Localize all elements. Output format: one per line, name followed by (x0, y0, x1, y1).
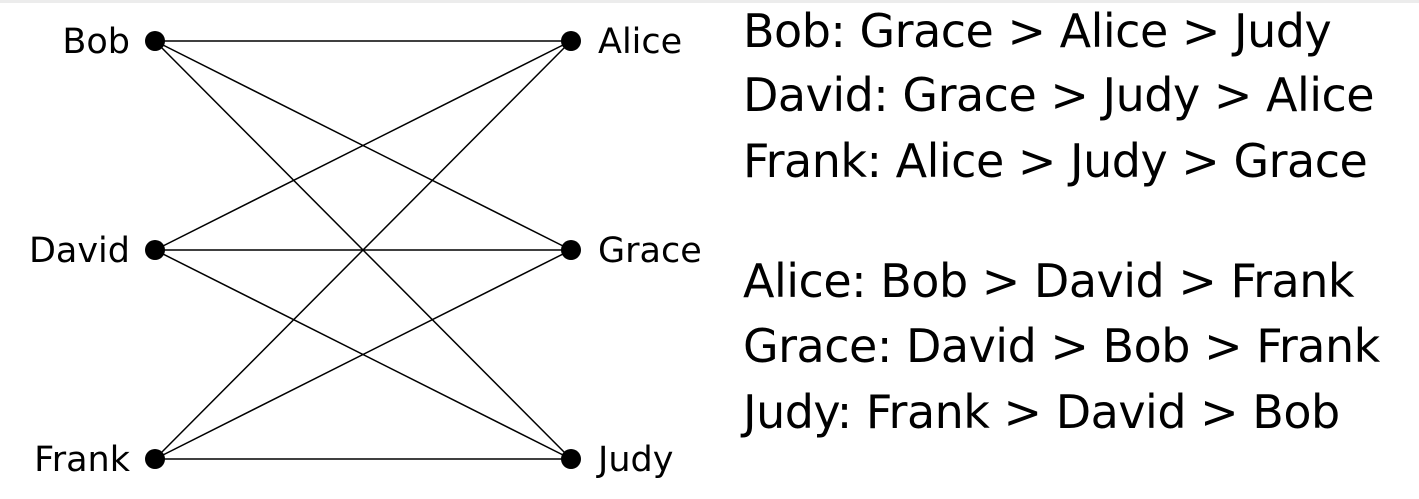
node-frank (145, 449, 165, 469)
preference-line-bob: Bob: Grace > Alice > Judy (743, 4, 1332, 58)
node-bob (145, 31, 165, 51)
preference-line-judy: Judy: Frank > David > Bob (743, 385, 1340, 439)
preference-line-grace: Grace: David > Bob > Frank (743, 319, 1380, 373)
node-grace (561, 240, 581, 260)
node-label-frank: Frank (34, 440, 131, 480)
edges (154, 40, 572, 460)
node-label-grace: Grace (598, 231, 702, 271)
node-label-bob: Bob (62, 22, 130, 62)
preference-line-alice: Alice: Bob > David > Frank (743, 254, 1355, 308)
node-label-david: David (29, 231, 130, 271)
node-label-alice: Alice (598, 22, 682, 62)
node-alice (561, 31, 581, 51)
edge-frank-alice (154, 40, 572, 460)
node-david (145, 240, 165, 260)
nodes (145, 31, 581, 469)
top-divider (0, 0, 1419, 3)
preference-line-david: David: Grace > Judy > Alice (743, 68, 1375, 122)
edge-david-alice (154, 40, 572, 251)
edge-frank-grace (154, 249, 572, 460)
node-label-judy: Judy (596, 440, 673, 480)
node-judy (561, 449, 581, 469)
preference-line-frank: Frank: Alice > Judy > Grace (743, 134, 1368, 188)
